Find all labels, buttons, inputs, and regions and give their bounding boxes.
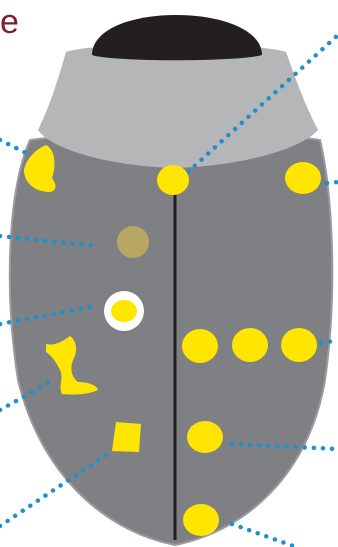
ringed-spot: [111, 300, 137, 322]
row-spot-2: [232, 328, 268, 362]
head: [92, 15, 262, 60]
row-spot-3: [281, 328, 317, 362]
faint-blurred-spot: [117, 226, 149, 258]
square-spot: [112, 422, 141, 452]
row-spot-1: [182, 329, 218, 363]
leader-line-10: [232, 524, 296, 547]
shoulder-right-spot: [285, 162, 321, 194]
lower-right-spot: [187, 421, 223, 453]
pronotum: [38, 45, 318, 169]
pronotum-center-spot: [157, 165, 189, 195]
bottom-spot: [183, 504, 219, 536]
